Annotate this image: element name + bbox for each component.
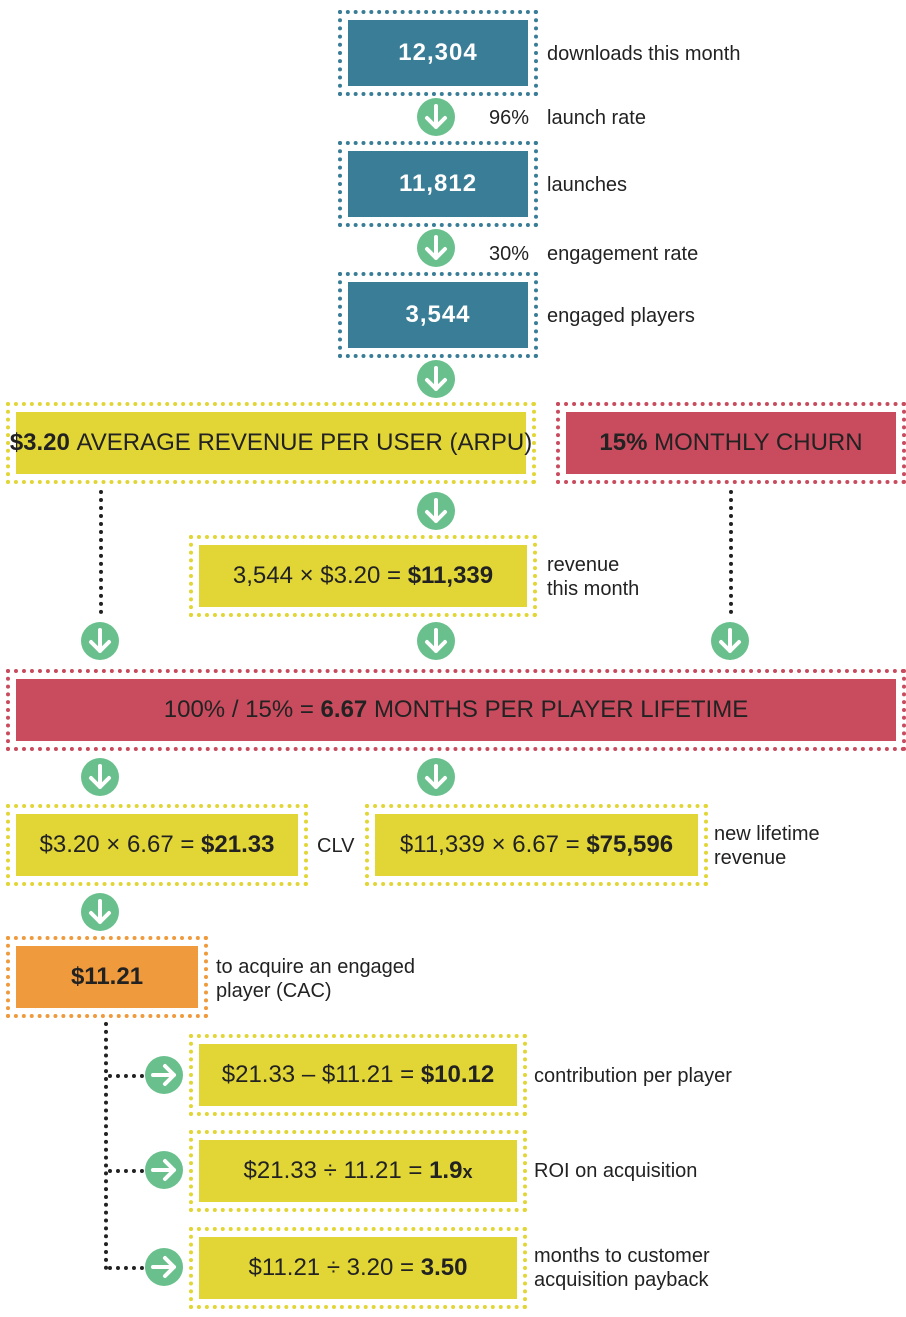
connector-line: [108, 1169, 144, 1173]
lifetime-revenue-label-line1: new lifetime: [714, 823, 820, 845]
lifetime-result: 6.67: [320, 696, 368, 723]
launches-value: 11,812: [398, 170, 478, 197]
roi-suffix: x: [462, 1162, 473, 1182]
revenue-label: revenue this month: [547, 553, 639, 601]
payback-label-line2: acquisition payback: [534, 1269, 709, 1291]
connector-line: [108, 1074, 144, 1078]
contribution-result: $10.12: [420, 1061, 495, 1088]
connector-line: [104, 1022, 108, 1270]
arrow-down-icon: [417, 622, 455, 660]
lifetime-revenue-label: new lifetime revenue: [714, 822, 820, 870]
launches-box: 11,812: [338, 141, 538, 227]
downloads-value: 12,304: [398, 39, 478, 66]
arrow-down-icon: [417, 229, 455, 267]
lifetime-revenue-result: $75,596: [586, 831, 674, 858]
arrow-right-icon: [145, 1151, 183, 1189]
downloads-box: 12,304: [338, 10, 538, 96]
cac-label-line1: to acquire an engaged: [216, 956, 416, 978]
payback-result: 3.50: [420, 1254, 468, 1281]
arpu-text: AVERAGE REVENUE PER USER (ARPU): [76, 429, 533, 456]
cac-label: to acquire an engaged player (CAC): [216, 955, 415, 1003]
churn-box: 15% MONTHLY CHURN: [556, 402, 906, 484]
contribution-label: contribution per player: [534, 1065, 732, 1087]
arrow-down-icon: [417, 492, 455, 530]
cac-label-line2: player (CAC): [216, 980, 332, 1002]
engaged-value: 3,544: [405, 301, 471, 328]
clv-result: $21.33: [201, 831, 275, 858]
roi-result: 1.9: [429, 1157, 463, 1184]
launch-rate-pct: 96%: [489, 107, 530, 129]
arrow-down-icon: [711, 622, 749, 660]
engagement-rate-pct: 30%: [489, 243, 530, 265]
revenue-box: 3,544 × $3.20 = $11,339: [189, 535, 537, 617]
lifetime-formula: 100% / 15% =: [163, 696, 321, 723]
arrow-right-icon: [145, 1056, 183, 1094]
arrow-right-icon: [145, 1248, 183, 1286]
engaged-box: 3,544: [338, 272, 538, 358]
arrow-down-icon: [417, 98, 455, 136]
lifetime-revenue-formula: $11,339 × 6.67 =: [399, 831, 587, 858]
arpu-box: $3.20 AVERAGE REVENUE PER USER (ARPU): [6, 402, 536, 484]
launches-label: launches: [547, 174, 628, 196]
engagement-rate-label: engagement rate: [547, 243, 699, 265]
churn-value: 15%: [599, 429, 648, 456]
contribution-box: $21.33 – $11.21 = $10.12: [189, 1034, 527, 1116]
payback-label-line1: months to customer: [534, 1245, 710, 1267]
arpu-value: $3.20: [9, 429, 70, 456]
arrow-down-icon: [81, 622, 119, 660]
roi-box: $21.33 ÷ 11.21 = 1.9x: [189, 1130, 527, 1212]
churn-text: MONTHLY CHURN: [654, 429, 863, 456]
payback-box: $11.21 ÷ 3.20 = 3.50: [189, 1227, 527, 1309]
revenue-label-line1: revenue: [547, 554, 620, 576]
arrow-down-icon: [417, 360, 455, 398]
connector-line: [108, 1266, 144, 1270]
cac-box: $11.21: [6, 936, 208, 1018]
engaged-label: engaged players: [547, 305, 695, 327]
clv-box: $3.20 × 6.67 = $21.33: [6, 804, 308, 886]
lifetime-box: 100% / 15% = 6.67 MONTHS PER PLAYER LIFE…: [6, 669, 906, 751]
lifetime-revenue-label-line2: revenue: [714, 847, 787, 869]
payback-formula: $11.21 ÷ 3.20 =: [248, 1254, 421, 1281]
lifetime-revenue-box: $11,339 × 6.67 = $75,596: [365, 804, 708, 886]
clv-label: CLV: [317, 835, 355, 857]
revenue-label-line2: this month: [547, 578, 640, 600]
connector-line: [99, 490, 103, 614]
downloads-label: downloads this month: [547, 43, 741, 65]
revenue-formula: 3,544 × $3.20 =: [232, 562, 408, 589]
payback-label: months to customer acquisition payback: [534, 1244, 710, 1292]
lifetime-text: MONTHS PER PLAYER LIFETIME: [373, 696, 749, 723]
roi-formula: $21.33 ÷ 11.21 =: [243, 1157, 430, 1184]
revenue-result: $11,339: [407, 562, 494, 589]
clv-formula: $3.20 × 6.67 =: [39, 831, 202, 858]
connector-line: [729, 490, 733, 614]
arrow-down-icon: [81, 758, 119, 796]
arrow-down-icon: [81, 893, 119, 931]
arrow-down-icon: [417, 758, 455, 796]
contribution-formula: $21.33 – $11.21 =: [221, 1061, 421, 1088]
cac-value: $11.21: [70, 963, 144, 990]
roi-label: ROI on acquisition: [534, 1160, 698, 1182]
launch-rate-label: launch rate: [547, 107, 646, 129]
